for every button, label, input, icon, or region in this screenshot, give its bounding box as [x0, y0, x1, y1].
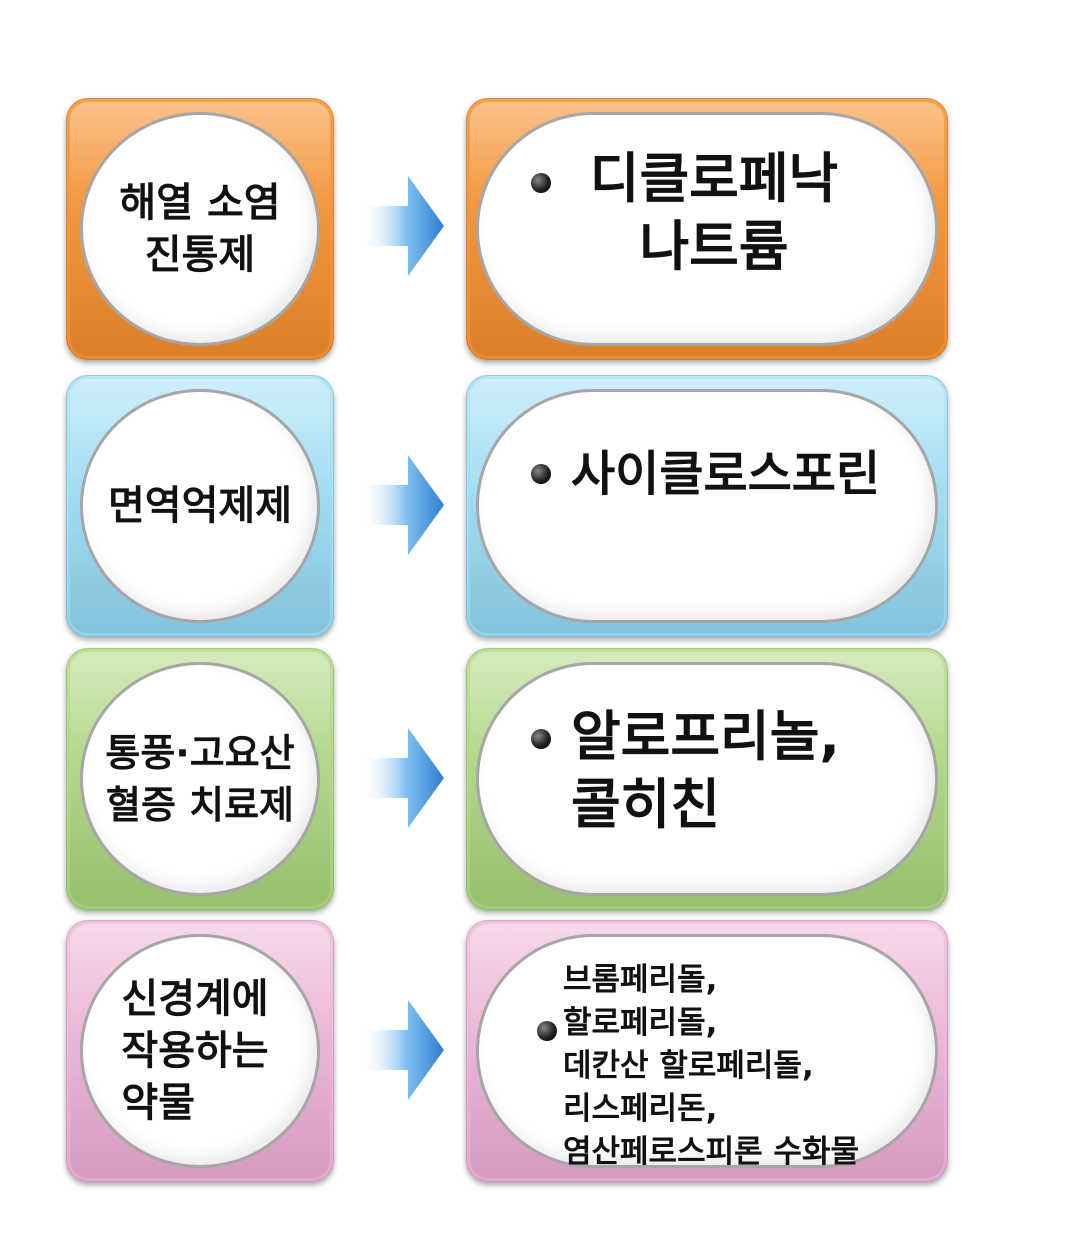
drug-text-4: 브롬페리돌, 할로페리돌, 데칸산 할로페리돌, 리스페리돈, 염산페로스피론 … — [563, 962, 859, 1170]
category-tile-4: 신경계에 작용하는 약물 — [66, 920, 334, 1182]
diagram-row-4: 신경계에 작용하는 약물 브롬페리돌, 할로페리돌, 데칸산 할로페리돌, 리스… — [0, 920, 1080, 1182]
bullet-icon — [531, 464, 551, 484]
category-label-3: 통풍·고요산 혈증 치료제 — [105, 731, 295, 827]
bullet-icon — [537, 1021, 557, 1041]
right-arrow-icon — [360, 728, 444, 828]
drug-text-2: 사이클로스포린 — [571, 446, 881, 502]
drug-tile-4: 브롬페리돌, 할로페리돌, 데칸산 할로페리돌, 리스페리돈, 염산페로스피론 … — [466, 920, 948, 1182]
right-arrow-icon — [360, 176, 444, 276]
category-label-2: 면역억제제 — [108, 483, 292, 529]
category-oval-3: 통풍·고요산 혈증 치료제 — [80, 662, 320, 896]
category-tile-2: 면역억제제 — [66, 375, 334, 637]
drug-text-1: 디클로페낙 나트륨 — [589, 147, 839, 278]
drug-oval-2: 사이클로스포린 — [476, 389, 938, 623]
category-oval-4: 신경계에 작용하는 약물 — [80, 934, 320, 1168]
category-oval-2: 면역억제제 — [80, 389, 320, 623]
drug-oval-1: 디클로페낙 나트륨 — [476, 112, 938, 346]
category-tile-3: 통풍·고요산 혈증 치료제 — [66, 648, 334, 910]
bullet-icon — [531, 173, 551, 193]
drug-tile-2: 사이클로스포린 — [466, 375, 948, 637]
category-label-1: 해열 소염 진통제 — [119, 180, 281, 278]
diagram-row-1: 해열 소염 진통제 디클로페낙 나트륨 — [0, 98, 1080, 360]
diagram-row-3: 통풍·고요산 혈증 치료제 알로프리놀, 콜히친 — [0, 648, 1080, 910]
drug-tile-1: 디클로페낙 나트륨 — [466, 98, 948, 360]
category-oval-1: 해열 소염 진통제 — [80, 112, 320, 346]
bullet-icon — [531, 729, 551, 749]
right-arrow-icon — [360, 455, 444, 555]
drug-oval-4: 브롬페리돌, 할로페리돌, 데칸산 할로페리돌, 리스페리돈, 염산페로스피론 … — [476, 934, 938, 1170]
drug-tile-3: 알로프리놀, 콜히친 — [466, 648, 948, 910]
category-label-4: 신경계에 작용하는 약물 — [121, 976, 269, 1126]
drug-text-3: 알로프리놀, 콜히친 — [571, 705, 840, 836]
category-tile-1: 해열 소염 진통제 — [66, 98, 334, 360]
diagram-row-2: 면역억제제 사이클로스포린 — [0, 375, 1080, 637]
drug-oval-3: 알로프리놀, 콜히친 — [476, 662, 938, 896]
right-arrow-icon — [360, 1000, 444, 1100]
